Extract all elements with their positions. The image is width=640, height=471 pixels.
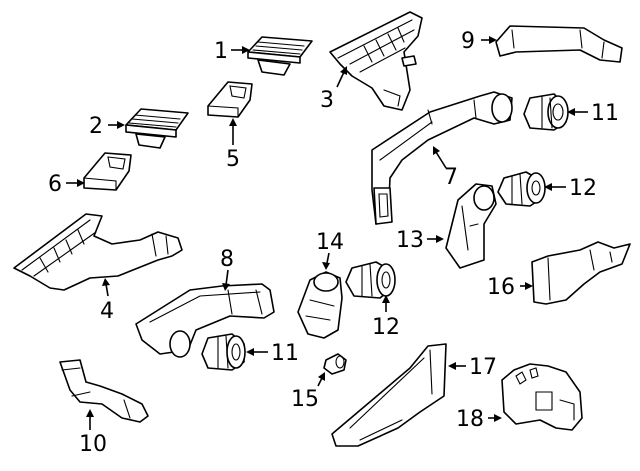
callout-4: 4 [100,299,114,324]
callout-11-upper: 11 [591,101,619,126]
part-11-round-vent-upper [523,93,569,131]
callout-3: 3 [320,88,334,113]
callout-17: 17 [469,355,497,380]
callout-16: 16 [487,275,515,300]
callout-6: 6 [48,172,62,197]
callout-13: 13 [396,228,424,253]
part-18-bracket-housing [501,363,583,431]
callout-9: 9 [461,29,475,54]
callout-2: 2 [89,114,103,139]
part-1-vent-grille [247,36,313,76]
part-8-lower-duct [135,283,275,358]
callout-15: 15 [291,387,319,412]
callout-12-upper: 12 [569,176,597,201]
part-6-duct [83,152,132,191]
part-17-floor-duct [331,343,447,447]
callout-11-lower: 11 [271,341,299,366]
callout-10: 10 [79,432,107,457]
callout-12-lower: 12 [372,315,400,340]
part-9-rear-duct [495,25,623,63]
callout-18: 18 [456,407,484,432]
callout-1: 1 [214,39,228,64]
part-4-left-duct [13,213,183,291]
part-16-rear-duct [531,241,631,305]
part-14-vertical-duct [297,271,343,339]
part-5-duct [207,81,253,118]
leader-lines [66,36,588,430]
callout-14: 14 [316,230,344,255]
callout-8: 8 [220,247,234,272]
part-10-elbow-duct [59,359,149,423]
part-3-center-duct [329,11,423,111]
part-7-long-duct [371,91,513,225]
part-2-vent-grille [125,108,189,149]
part-11-round-vent-lower [201,333,246,371]
part-15-plug [323,353,347,375]
callout-labels: 1 2 3 4 5 6 7 8 9 10 11 12 13 14 12 11 1… [48,29,619,457]
callout-7: 7 [444,165,458,190]
part-12-round-vent-upper [497,171,546,207]
part-13-side-duct [445,183,497,269]
callout-5: 5 [226,147,240,172]
part-12-round-vent-lower [345,261,396,299]
